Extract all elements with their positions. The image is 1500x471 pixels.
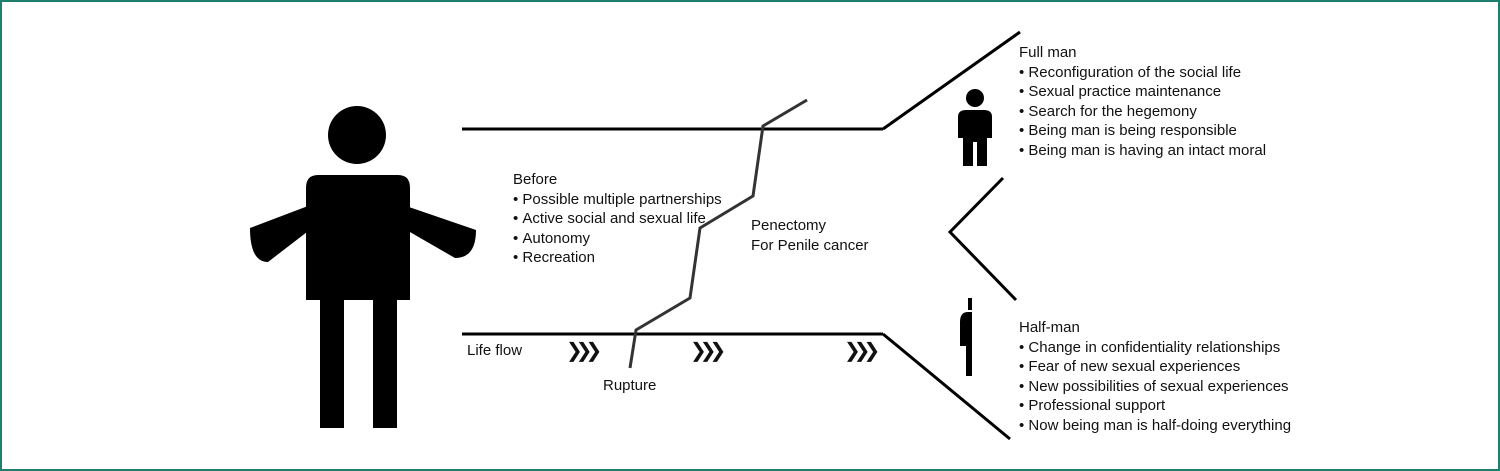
half-man-item: Professional support (1019, 396, 1291, 416)
half-man-item: Fear of new sexual experiences (1019, 357, 1291, 377)
rupture-label: Rupture (603, 377, 657, 394)
full-man-item: Reconfiguration of the social life (1019, 63, 1266, 83)
full-man-item: Being man is being responsible (1019, 121, 1266, 141)
full-man-item: Search for the hegemony (1019, 102, 1266, 122)
half-man-item: Now being man is half-doing everything (1019, 416, 1291, 436)
before-item: Active social and sexual life (513, 209, 722, 229)
center-wedge (947, 176, 1018, 302)
lower-diverge-line (882, 332, 1011, 441)
upper-diverge-line (882, 30, 1021, 131)
full-man-list: Reconfiguration of the social life Sexua… (1019, 63, 1266, 161)
full-man-title: Full man (1019, 44, 1077, 61)
half-man-title: Half-man (1019, 319, 1080, 336)
flow-chevrons-3: ❯❯❯ (844, 338, 880, 362)
full-man-item: Being man is having an intact moral (1019, 141, 1266, 161)
full-man-person-icon (958, 89, 992, 166)
before-block: Before Possible multiple partnerships Ac… (513, 170, 722, 268)
before-item: Possible multiple partnerships (513, 190, 721, 210)
before-item: Autonomy (513, 229, 722, 249)
before-item: Recreation (513, 248, 722, 268)
large-person-icon (250, 106, 476, 428)
half-man-item: Change in confidentiality relationships (1019, 338, 1291, 358)
before-list: Possible multiple partnerships Active so… (513, 190, 722, 268)
half-man-item: New possibilities of sexual experiences (1019, 377, 1291, 397)
flow-chevrons-1: ❯❯❯ (566, 338, 602, 362)
full-man-item: Sexual practice maintenance (1019, 82, 1266, 102)
event-label: Penectomy For Penile cancer (751, 216, 869, 255)
full-man-block: Full man Reconfiguration of the social l… (1019, 43, 1266, 160)
before-title: Before (513, 171, 558, 188)
half-man-block: Half-man Change in confidentiality relat… (1019, 318, 1291, 435)
life-flow-label: Life flow (467, 342, 523, 359)
half-man-person-icon (960, 298, 972, 376)
half-man-list: Change in confidentiality relationships … (1019, 338, 1291, 436)
event-line-2: For Penile cancer (751, 236, 869, 254)
event-line-1: Penectomy (751, 217, 827, 234)
flow-chevrons-2: ❯❯❯ (690, 338, 726, 362)
